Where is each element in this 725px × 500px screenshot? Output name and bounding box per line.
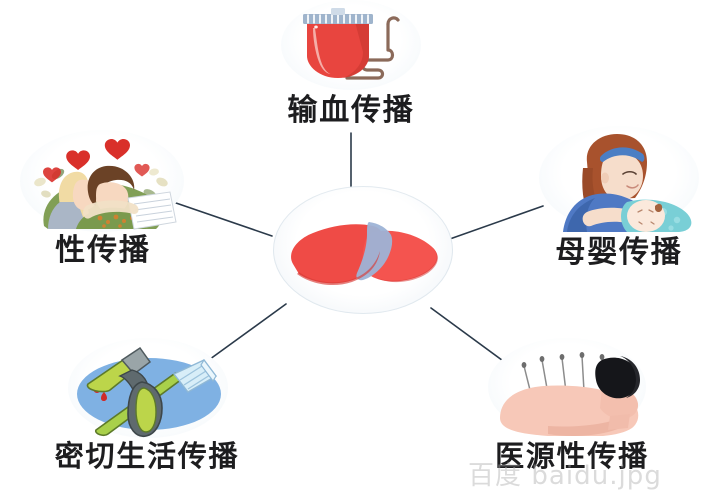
liver-organ-icon — [291, 222, 438, 286]
node-transfusion-label: 输血传播 — [287, 93, 415, 128]
mother-to-child-art — [519, 126, 719, 234]
node-close-contact[interactable]: 密切生活传播 — [22, 338, 272, 471]
node-transfusion[interactable]: 输血传播 — [263, 0, 439, 126]
sexual-art — [8, 128, 198, 232]
node-close-contact-label: 密切生活传播 — [54, 439, 240, 473]
center-node-liver — [273, 186, 453, 314]
watermark-text: 百度 baidu.jpg — [468, 461, 662, 491]
iatrogenic-art — [452, 338, 692, 438]
node-iatrogenic-label: 医源性传播 — [495, 439, 649, 473]
kissing-couple-icon — [34, 139, 177, 230]
mother-and-baby-icon — [563, 134, 692, 232]
node-sexual-label: 性传播 — [55, 233, 151, 268]
node-mother-to-child-label: 母婴传播 — [555, 235, 683, 270]
acupuncture-needles-icon — [500, 352, 640, 436]
node-sexual[interactable]: 性传播 — [8, 128, 198, 266]
blood-bag-icon — [303, 8, 400, 80]
node-iatrogenic[interactable]: 医源性传播 — [452, 338, 692, 471]
node-mother-to-child[interactable]: 母婴传播 — [519, 126, 719, 268]
close-contact-art — [22, 338, 272, 438]
transfusion-art — [263, 0, 439, 90]
razor-and-toothbrush-icon — [77, 346, 221, 438]
